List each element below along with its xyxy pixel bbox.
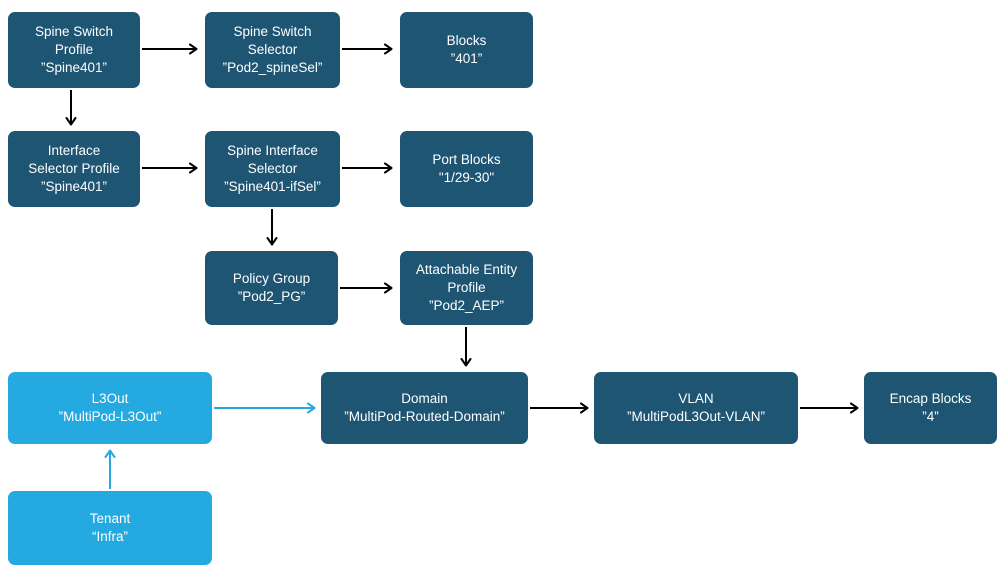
node-vlan: VLAN ”MultiPodL3Out-VLAN” <box>594 372 798 444</box>
node-title: VLAN <box>678 391 714 407</box>
node-title: Spine Switch Profile <box>34 24 114 58</box>
node-title: Spine Interface Selector <box>227 143 318 177</box>
node-value: ”Spine401-ifSel” <box>224 178 321 194</box>
node-title: Policy Group <box>232 271 311 287</box>
node-title: Encap Blocks <box>889 391 972 407</box>
node-value: ”Pod2_PG” <box>237 289 306 304</box>
node-port-blocks: Port Blocks "1/29-30" <box>400 131 533 207</box>
node-value: "1/29-30" <box>438 170 495 185</box>
node-value: ”MultiPod-Routed-Domain” <box>344 409 505 424</box>
node-spine-switch-selector: Spine Switch Selector ”Pod2_spineSel” <box>205 12 340 88</box>
node-title: Spine Switch Selector <box>233 24 312 58</box>
node-tenant: Tenant “Infra” <box>8 491 212 565</box>
node-value: ”Pod2_AEP” <box>428 297 505 313</box>
node-attachable-entity-profile: Attachable Entity Profile ”Pod2_AEP” <box>400 251 533 325</box>
node-spine-switch-profile: Spine Switch Profile ”Spine401” <box>8 12 140 88</box>
node-title: L3Out <box>91 391 129 407</box>
node-value: ”Pod2_spineSel” <box>222 59 323 75</box>
node-title: Tenant <box>89 511 131 527</box>
node-title: Blocks <box>446 33 487 49</box>
node-value: ”Spine401” <box>40 59 108 75</box>
node-blocks: Blocks ”401” <box>400 12 533 88</box>
node-value: ”MultiPodL3Out-VLAN” <box>626 409 766 424</box>
node-value: “Infra” <box>91 529 128 544</box>
node-title: Domain <box>401 391 448 407</box>
node-encap-blocks: Encap Blocks ”4” <box>864 372 997 444</box>
node-title: Interface Selector Profile <box>28 143 120 177</box>
node-value: ”401” <box>450 51 483 66</box>
node-title: Port Blocks <box>432 152 501 168</box>
node-policy-group: Policy Group ”Pod2_PG” <box>205 251 338 325</box>
node-value: ”4” <box>922 409 939 424</box>
node-l3out: L3Out ”MultiPod-L3Out” <box>8 372 212 444</box>
node-title: Attachable Entity Profile <box>415 262 518 296</box>
node-interface-selector-profile: Interface Selector Profile ”Spine401” <box>8 131 140 207</box>
node-spine-interface-selector: Spine Interface Selector ”Spine401-ifSel… <box>205 131 340 207</box>
node-domain: Domain ”MultiPod-Routed-Domain” <box>321 372 528 444</box>
node-value: ”Spine401” <box>40 178 108 194</box>
node-value: ”MultiPod-L3Out” <box>58 409 162 424</box>
